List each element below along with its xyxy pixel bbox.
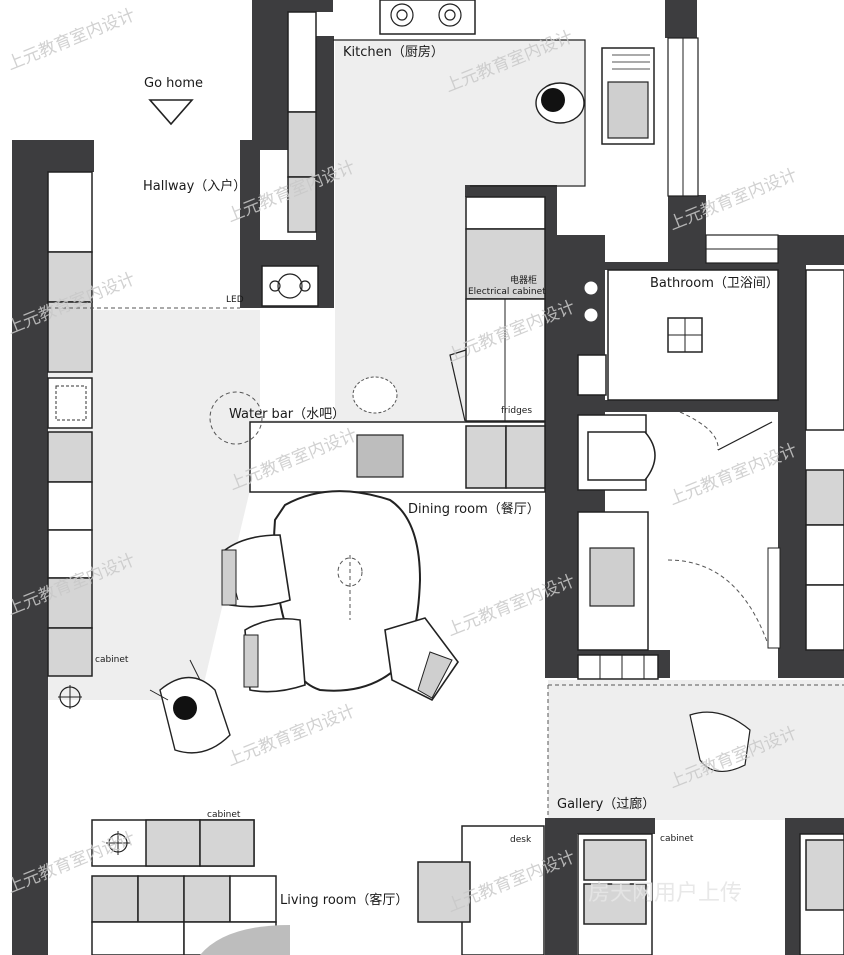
person-dining: [149, 659, 231, 754]
walls: [12, 0, 844, 955]
hallway-label: Hallway（入户）: [143, 178, 246, 194]
person-water-bar: [352, 376, 398, 414]
cabinet-left-label: cabinet: [95, 655, 129, 665]
living-furniture: [48, 307, 844, 955]
kitchen-label: Kitchen（厨房）: [343, 44, 444, 60]
person-kitchen: [535, 82, 585, 124]
desk-label: desk: [510, 835, 532, 845]
bathroom-label: Bathroom（卫浴间）: [650, 276, 779, 291]
dining-table: [221, 490, 459, 702]
electrical-cabinet: [449, 196, 546, 422]
electrical-cabinet-cn-label: 电器柜: [510, 274, 537, 286]
watermark: 上元教育室内设计: [224, 701, 358, 770]
water-bar-label: Water bar（水吧）: [229, 407, 345, 422]
led-label: LED: [226, 295, 244, 305]
kitchen-counter: [333, 0, 655, 187]
cabinet-living-label: cabinet: [207, 810, 241, 820]
water-bar: [209, 391, 546, 493]
kitchen-window: [667, 37, 779, 264]
person-gallery: [689, 711, 751, 772]
bathroom-fixtures: [577, 269, 844, 680]
go-home-label: Go home: [144, 76, 203, 91]
hallway-cabinets: [47, 171, 93, 677]
living-room-label: Living room（客厅）: [280, 892, 408, 908]
fridges-label: fridges: [501, 406, 532, 416]
cabinet-gallery-label: cabinet: [660, 834, 694, 844]
people: [149, 82, 751, 772]
site-watermark: 房天网用户上传: [588, 881, 742, 906]
kitchen-side-cabinets: [261, 11, 319, 307]
floor-shading: [48, 40, 844, 820]
electrical-cabinet-label: Electrical cabinet: [468, 287, 546, 297]
go-home-arrow-icon: [148, 99, 194, 126]
watermark: 上元教育室内设计: [4, 5, 138, 74]
dining-room-label: Dining room（餐厅）: [408, 501, 540, 517]
gallery-label: Gallery（过廊）: [557, 796, 655, 812]
